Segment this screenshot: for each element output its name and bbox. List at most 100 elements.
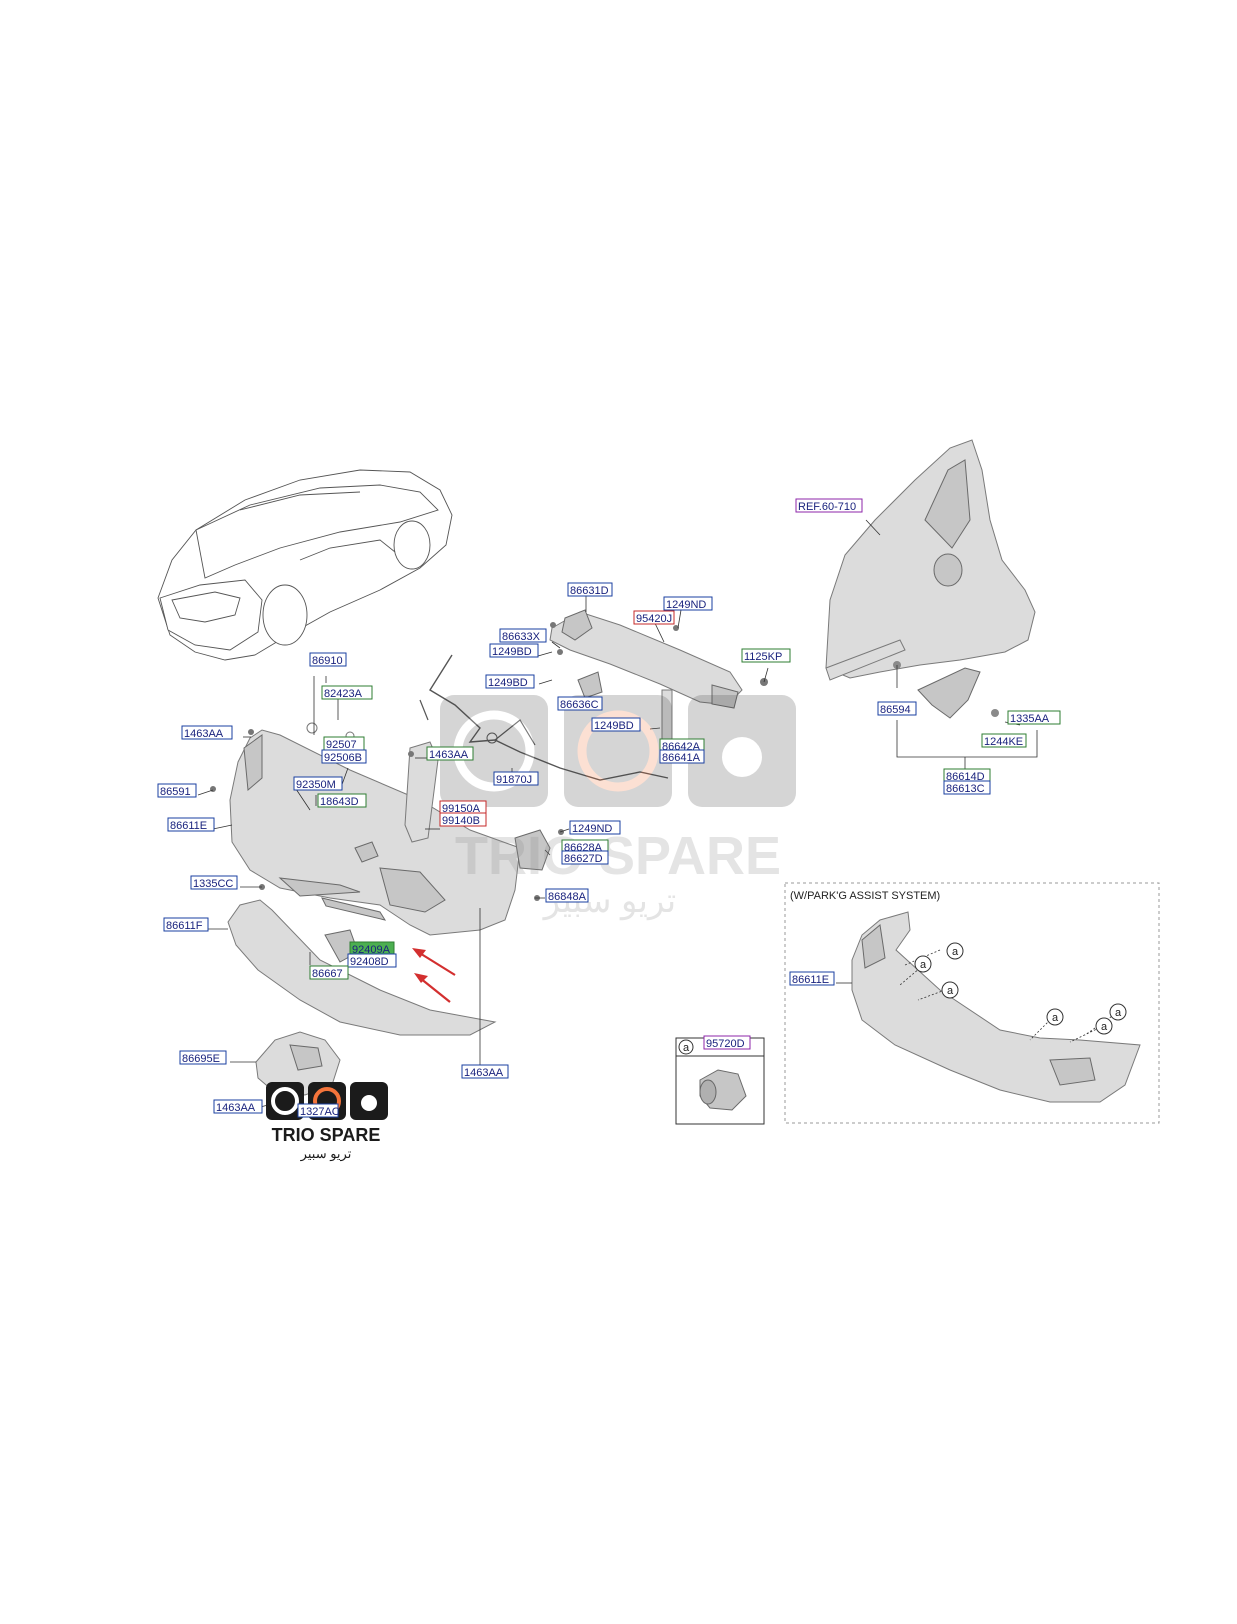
part-label-box (461, 1064, 509, 1079)
part-label-86636c: 86636C (557, 696, 603, 711)
part-label-1249bd_a: 1249BD (489, 643, 539, 658)
part-number-text: 1125KP (744, 651, 782, 663)
part-label-box (426, 746, 474, 761)
part-label-1335cc: 1335CC (190, 875, 238, 890)
part-label-box (317, 793, 367, 808)
part-label-1125kp: 1125KP (741, 648, 791, 663)
part-number-text: 1463AA (429, 749, 469, 761)
part-label-86591: 86591 (157, 783, 197, 798)
part-label-box (157, 783, 197, 798)
part-number-text: REF.60-710 (798, 501, 856, 513)
part-number-text: 1244KE (984, 736, 1023, 748)
part-label-box (163, 917, 209, 932)
part-label-box (347, 953, 397, 968)
vehicle-overview-drawing (157, 469, 453, 661)
part-number-text: 86611E (170, 820, 207, 832)
quarter-panel-drawing (825, 439, 1036, 719)
part-label-box (545, 888, 589, 903)
part-number-text: 86636C (560, 699, 599, 711)
trio-spare-watermark: TRIO SPARE تريو سبير (440, 695, 796, 921)
part-label-92408d: 92408D (347, 953, 397, 968)
watermark-brand: TRIO SPARE (455, 826, 781, 886)
part-label-86667: 86667 (309, 965, 349, 980)
part-label-1249bd_b: 1249BD (485, 674, 535, 689)
part-label-86611f: 86611F (163, 917, 209, 932)
part-number-text: 86695E (182, 1053, 220, 1065)
part-number-text: 86613C (946, 783, 985, 795)
part-label-1327ac: 1327AC (297, 1103, 340, 1118)
part-number-text: 92507 (326, 739, 357, 751)
part-label-86695e: 86695E (179, 1050, 227, 1065)
part-label-box (567, 582, 613, 597)
sensor-callout-1: a (952, 946, 959, 958)
part-label-box (591, 717, 641, 732)
part-label-box (789, 971, 835, 986)
part-number-text: 1249BD (594, 720, 634, 732)
part-number-text: 1249BD (492, 646, 532, 658)
part-label-86633x: 86633X (499, 628, 547, 643)
part-label-86627d: 86627D (561, 850, 609, 865)
part-label-99140b: 99140B (439, 812, 487, 827)
sensor-callout-2: a (920, 959, 927, 971)
part-label-1249nd_mid: 1249ND (569, 820, 621, 835)
part-label-box (293, 776, 343, 791)
part-label-92409a: 92409A (349, 941, 395, 956)
part-number-text: 86633X (502, 631, 541, 643)
part-label-86611e_inset: 86611E (789, 971, 835, 986)
part-label-99150a: 99150A (439, 800, 487, 815)
part-label-box (297, 1103, 339, 1118)
sensor-callout-6: a (1115, 1007, 1122, 1019)
part-number-text: 99140B (442, 815, 480, 827)
part-label-box (190, 875, 238, 890)
part-label-box (167, 817, 215, 832)
part-label-box (179, 1050, 227, 1065)
part-label-box (309, 652, 347, 667)
part-label-86631d: 86631D (567, 582, 613, 597)
park-assist-inset-title: (W/PARK'G ASSIST SYSTEM) (790, 890, 940, 902)
part-number-text: 1249ND (666, 599, 706, 611)
part-label-box (633, 610, 675, 625)
part-label-box (493, 771, 539, 786)
part-label-1244ke: 1244KE (981, 733, 1027, 748)
sensor-callout-4: a (1052, 1012, 1059, 1024)
part-label-box (561, 850, 609, 865)
sensor-inset: a (675, 1037, 765, 1125)
part-label-92507: 92507 (323, 736, 365, 751)
logo-arabic-text: تريو سبير (300, 1146, 352, 1162)
part-number-text: 18643D (320, 796, 359, 808)
part-label-91870j: 91870J (493, 771, 539, 786)
part-label-92506b: 92506B (321, 749, 367, 764)
part-label-86848a: 86848A (545, 888, 589, 903)
part-number-text: 86641A (662, 752, 701, 764)
part-number-text: 1249BD (488, 677, 528, 689)
part-label-86613c: 86613C (943, 780, 991, 795)
part-number-text: 86614D (946, 771, 985, 783)
part-number-text: 86848A (548, 891, 587, 903)
part-label-box (181, 725, 233, 740)
part-number-text: 86910 (312, 655, 343, 667)
part-label-86594: 86594 (877, 701, 917, 716)
part-number-text: 95720D (706, 1038, 745, 1050)
part-label-box (439, 812, 487, 827)
part-label-box (557, 696, 603, 711)
part-number-text: 1327AC (300, 1106, 340, 1118)
part-label-82423a: 82423A (321, 685, 373, 700)
part-label-box (1007, 710, 1061, 725)
part-label-box (321, 685, 373, 700)
part-number-text: 82423A (324, 688, 363, 700)
part-label-1463aa_bottom: 1463AA (461, 1064, 509, 1079)
part-label-box (489, 643, 539, 658)
part-label-95420j: 95420J (633, 610, 675, 625)
part-number-text: 99150A (442, 803, 481, 815)
part-label-18643d: 18643D (317, 793, 367, 808)
part-number-text: 86631D (570, 585, 609, 597)
part-number-text: 92409A (352, 944, 391, 956)
part-label-86611e: 86611E (167, 817, 215, 832)
part-label-box (213, 1099, 263, 1114)
part-label-1463aa_mid: 1463AA (426, 746, 474, 761)
sensor-callout-3: a (947, 985, 954, 997)
trio-spare-logo: TRIO SPARE تريو سبير (266, 1082, 388, 1162)
part-number-text: 92408D (350, 956, 389, 968)
